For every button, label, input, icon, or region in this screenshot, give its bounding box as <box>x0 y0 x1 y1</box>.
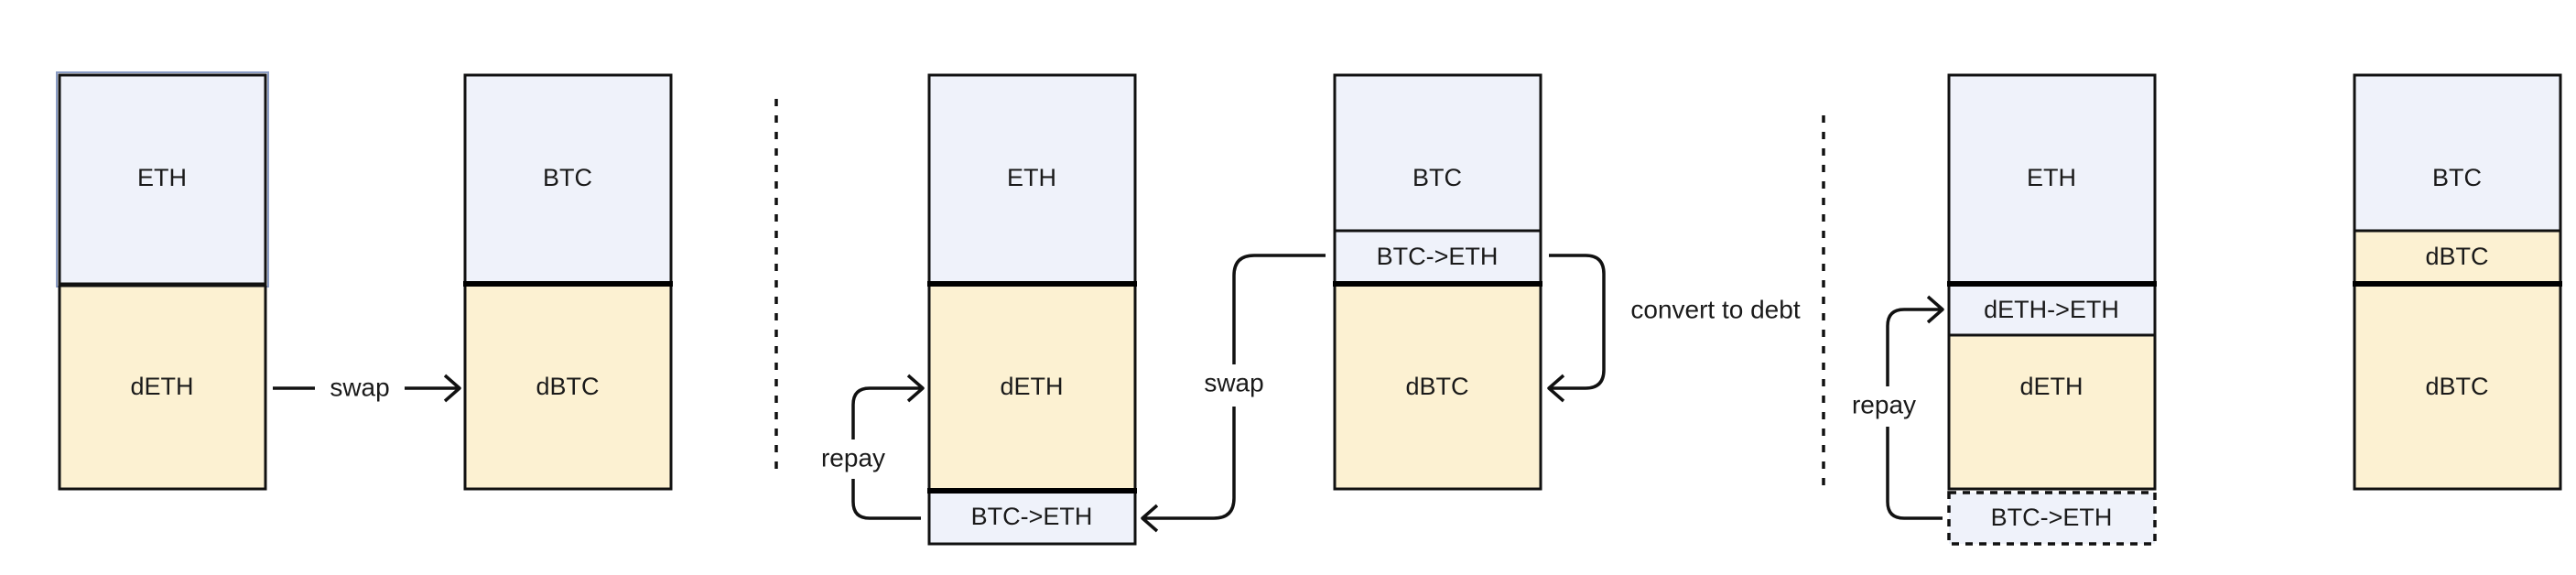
btc-eth-dashed-segment <box>1947 491 2157 546</box>
btc-eth-label: BTC->ETH <box>971 503 1093 530</box>
eth-balance-block: ETH dETH <box>56 71 269 491</box>
btc-eth-segment <box>927 489 1137 546</box>
repay-arrow: repay <box>1852 295 1944 520</box>
deth-debt-label: dETH <box>130 373 193 400</box>
swap-arrow: swap <box>273 373 461 403</box>
btc-balance-block: BTC dBTC dBTC <box>2353 73 2562 491</box>
arrowhead <box>443 374 461 403</box>
repay-arrow-label: repay <box>1852 390 1916 418</box>
deth-debt-segment <box>927 282 1137 493</box>
dbtc-upper-label: dBTC <box>2425 243 2488 270</box>
deth-debt-label: dETH <box>1000 373 1063 400</box>
eth-balance-block: ETH dETH BTC->ETH <box>927 73 1137 546</box>
btc-asset-label: BTC <box>543 164 592 191</box>
swap-arrow-label: swap <box>330 373 389 401</box>
stage-3: ETH dETH->ETH dETH BTC->ETH repay BTC dB… <box>1852 73 2562 546</box>
btc-asset-segment <box>463 73 673 286</box>
arrowhead <box>906 374 925 403</box>
eth-asset-segment <box>58 73 267 286</box>
btc-eth-label: BTC->ETH <box>1377 243 1499 270</box>
btc-asset-label: BTC <box>2432 164 2482 191</box>
btc-eth-segment <box>1333 229 1542 286</box>
swap-arrow-label: swap <box>1204 368 1263 396</box>
stage-2: ETH dETH BTC->ETH repay swap BTC <box>821 73 1801 546</box>
arrowhead <box>1547 374 1565 403</box>
stage-1: ETH dETH swap BTC dBTC <box>56 71 673 491</box>
dbtc-debt-label: dBTC <box>536 373 599 400</box>
dbtc-debt-segment <box>1333 282 1542 491</box>
repay-arrow-label: repay <box>821 443 885 472</box>
arrowhead <box>1926 295 1944 324</box>
deth-debt-label: dETH <box>2019 373 2083 400</box>
eth-asset-label: ETH <box>137 164 187 191</box>
btc-asset-segment <box>2353 73 2562 233</box>
dbtc-debt-label: dBTC <box>2425 373 2488 400</box>
convert-to-debt-arrow: convert to debt <box>1547 254 1801 403</box>
deth-eth-label: dETH->ETH <box>1984 296 2119 323</box>
swap-arrow: swap <box>1141 254 1326 533</box>
btc-asset-segment <box>1333 73 1542 233</box>
eth-asset-label: ETH <box>1007 164 1056 191</box>
eth-asset-label: ETH <box>2027 164 2076 191</box>
convert-to-debt-label: convert to debt <box>1630 295 1800 323</box>
eth-asset-segment <box>927 73 1137 286</box>
btc-eth-dashed-label: BTC->ETH <box>1991 504 2113 531</box>
arrowhead <box>1141 504 1159 533</box>
dbtc-segment <box>2353 229 2562 286</box>
eth-balance-block: ETH dETH->ETH dETH BTC->ETH <box>1947 73 2157 546</box>
eth-asset-segment <box>1947 73 2157 286</box>
deth-debt-segment <box>58 284 267 491</box>
dbtc-debt-label: dBTC <box>1405 373 1468 400</box>
repay-arrow: repay <box>821 374 925 520</box>
dbtc-debt-segment <box>2353 282 2562 491</box>
btc-asset-label: BTC <box>1412 164 1462 191</box>
dbtc-debt-segment <box>463 282 673 491</box>
btc-balance-block: BTC BTC->ETH dBTC <box>1333 73 1542 491</box>
btc-balance-block: BTC dBTC <box>463 73 673 491</box>
deth-debt-segment <box>1947 333 2157 491</box>
